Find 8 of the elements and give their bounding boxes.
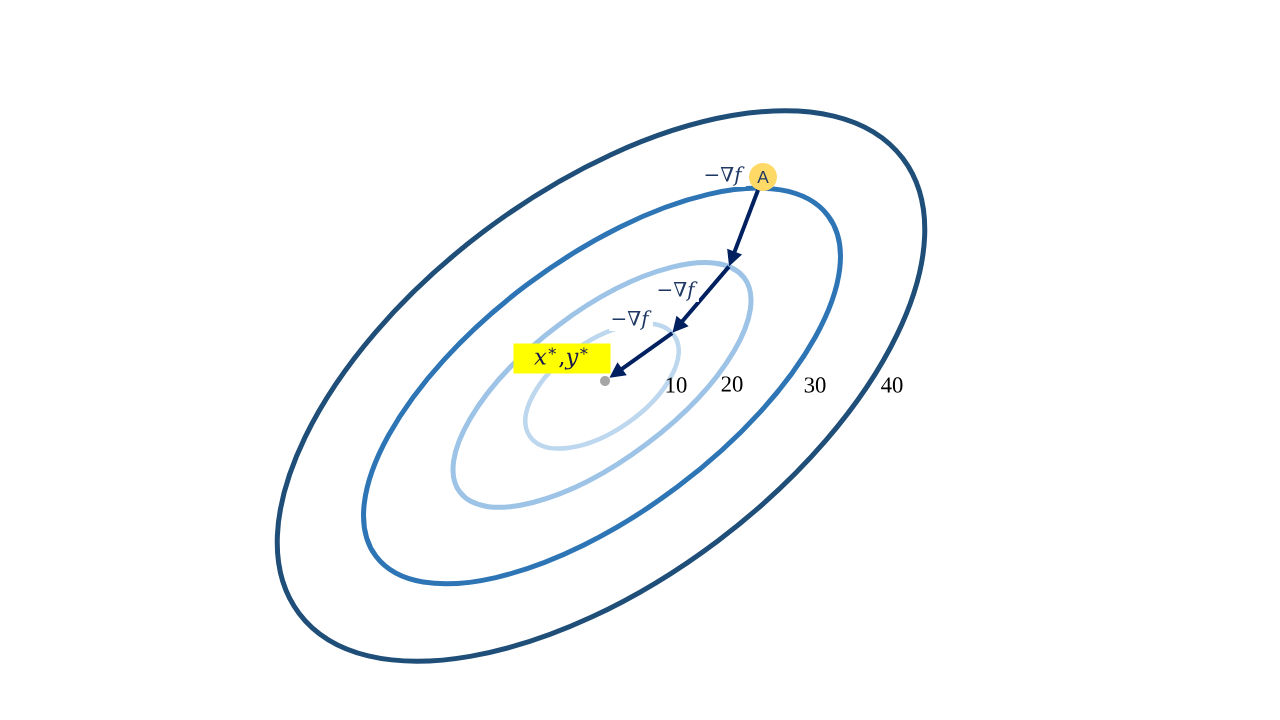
contour-value: 10: [666, 377, 687, 393]
contour-value: 30: [804, 377, 826, 393]
contour-value: 40: [881, 377, 903, 393]
contour-value: 20: [721, 376, 743, 392]
edge-label: −∇f: [702, 165, 746, 187]
edge-label: −∇f: [655, 279, 699, 302]
edge-label: −∇f: [609, 309, 653, 331]
highlighted-label: x$^{∗}$,y$^{∗}$: [513, 343, 611, 374]
